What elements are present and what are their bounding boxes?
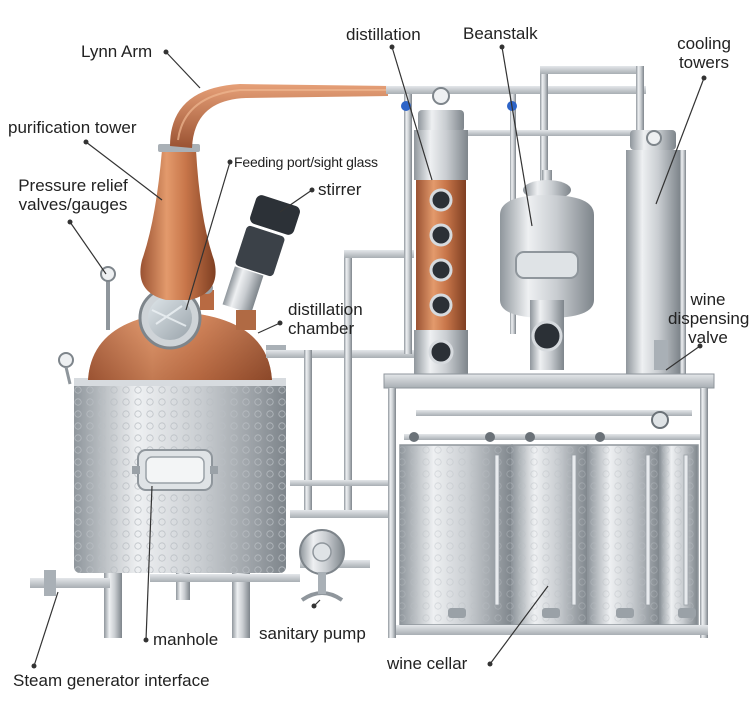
distillation-column — [401, 87, 468, 374]
platform — [383, 373, 715, 389]
leader-dots — [31, 44, 707, 669]
label-cooling-towers-line2: towers — [678, 53, 730, 72]
label-wine-dispensing-valve: wine dispensing valve — [668, 290, 750, 347]
label-wine-dispensing-line1: wine — [690, 290, 726, 309]
label-sanitary-pump: sanitary pump — [259, 624, 366, 643]
label-lynn-arm: Lynn Arm — [81, 42, 153, 61]
pot-still — [30, 84, 388, 638]
label-wine-dispensing-line2: dispensing — [668, 309, 750, 328]
pressure-gauges — [58, 266, 116, 385]
label-wine-cellar: wine cellar — [387, 654, 468, 673]
dispensing-valves — [409, 411, 669, 442]
label-distillation: distillation — [346, 25, 421, 44]
label-distillation-chamber-line1: distillation — [288, 300, 363, 319]
label-distillation-chamber: distillation chamber — [288, 300, 363, 338]
label-manhole: manhole — [153, 630, 219, 649]
manhole-door — [132, 449, 218, 491]
wine-cellar — [396, 444, 708, 635]
label-beanstalk: Beanstalk — [463, 24, 538, 43]
label-cooling-towers-line1: cooling — [677, 34, 731, 53]
label-feeding-port: Feeding port/sight glass — [234, 154, 378, 170]
label-steam-generator: Steam generator interface — [13, 671, 210, 690]
lynn-arm — [170, 84, 388, 148]
column-section — [383, 66, 715, 638]
stirrer — [222, 195, 300, 330]
beanstalk — [500, 101, 594, 370]
label-stirrer: stirrer — [318, 180, 362, 199]
sight-glass — [138, 286, 202, 350]
label-pressure-relief-line2: valves/gauges — [18, 195, 128, 214]
purification-tower — [140, 150, 216, 300]
sanitary-pump — [299, 529, 345, 602]
piping — [266, 250, 416, 602]
leg — [232, 568, 250, 638]
label-purification-tower: purification tower — [8, 118, 137, 137]
label-distillation-chamber-line2: chamber — [288, 319, 355, 338]
steam-inlet-pipe — [30, 578, 110, 588]
label-pressure-relief-line1: Pressure relief — [18, 176, 128, 195]
label-cooling-towers: cooling towers — [664, 34, 744, 72]
leader-lines — [33, 46, 705, 667]
label-wine-dispensing-line3: valve — [688, 328, 728, 347]
label-pressure-relief: Pressure relief valves/gauges — [8, 176, 138, 214]
cooling-tower — [626, 130, 680, 374]
